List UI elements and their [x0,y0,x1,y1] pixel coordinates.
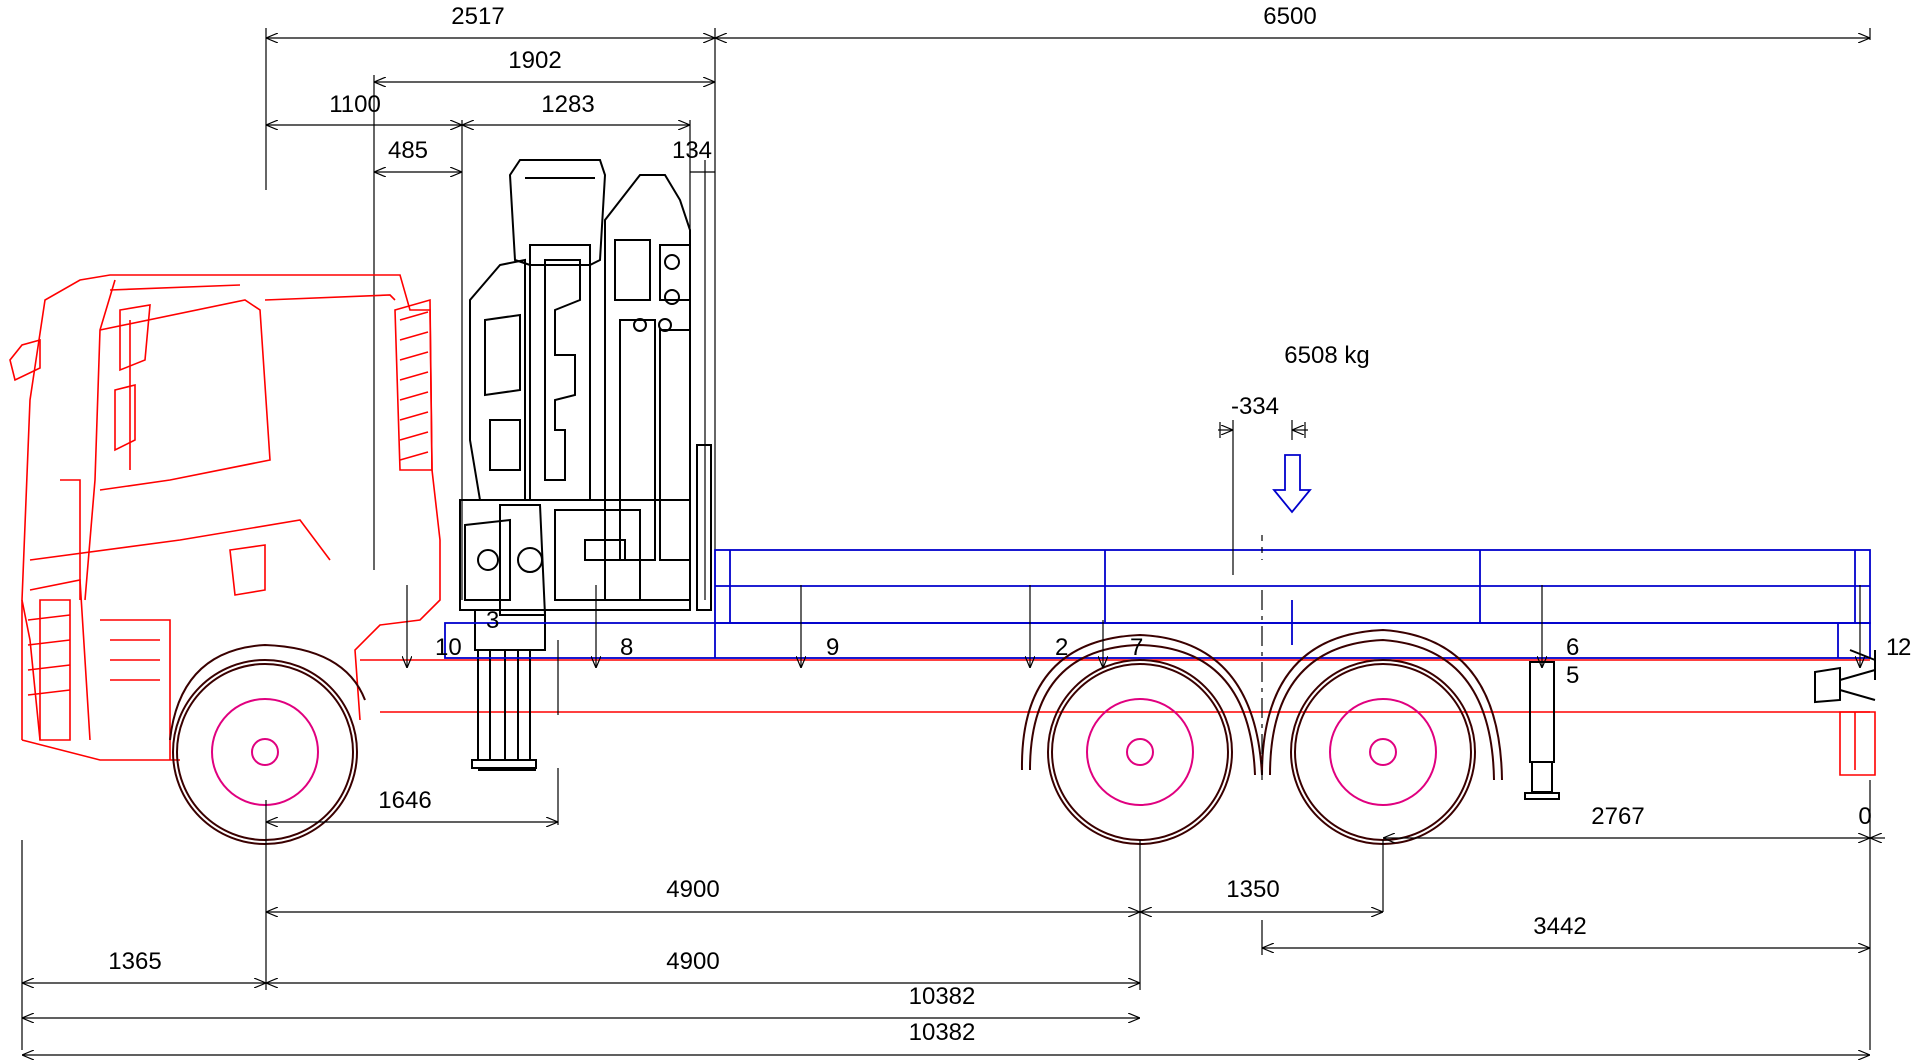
marker-9: 9 [826,634,839,661]
marker-3: 3 [486,607,499,634]
crane [459,159,712,771]
position-markers: 10 3 8 9 2 7 6 5 1 2 [407,585,1911,825]
offset-label: -334 [1231,393,1279,420]
load-annotation: 6508 kg -334 [1218,342,1370,780]
marker-2b: 2 [1898,634,1911,661]
rear-hitch [1814,649,1876,704]
truck-cab [9,274,1876,776]
marker-6: 6 [1566,634,1579,661]
cargo-body [444,454,1871,659]
dim-1902: 1902 [508,47,561,74]
rear-support-leg [1524,661,1560,800]
dim-134: 134 [672,137,712,164]
marker-1: 1 [1886,634,1899,661]
dim-2517: 2517 [451,3,504,30]
dim-485: 485 [388,137,428,164]
dim-10382-a: 10382 [909,983,976,1010]
marker-8: 8 [620,634,633,661]
rear-wheel-2 [1290,659,1476,845]
dim-1365: 1365 [108,948,161,975]
dim-1646: 1646 [378,787,431,814]
dim-6500: 6500 [1263,3,1316,30]
dim-1350: 1350 [1226,876,1279,903]
dim-3442: 3442 [1533,913,1586,940]
dim-10382-b: 10382 [909,1019,976,1046]
marker-10: 10 [435,634,462,661]
marker-7: 7 [1130,634,1143,661]
dim-1283: 1283 [541,91,594,118]
dim-4900-a: 4900 [666,876,719,903]
weight-label: 6508 kg [1284,342,1369,369]
rear-wheel-1 [1047,659,1233,845]
bottom-dimensions: 1646 2767 0 4900 1350 3442 1365 4900 103… [21,780,1885,1055]
dim-2767: 2767 [1591,803,1644,830]
rear-fenders [1020,628,1503,781]
marker-5: 5 [1566,662,1579,689]
dim-0: 0 [1858,803,1871,830]
dim-1100: 1100 [329,91,381,118]
dim-4900-b: 4900 [666,948,719,975]
marker-2: 2 [1055,634,1068,661]
top-dimensions: 2517 6500 1902 1100 1283 485 134 [265,3,1871,620]
front-wheel [169,643,366,845]
